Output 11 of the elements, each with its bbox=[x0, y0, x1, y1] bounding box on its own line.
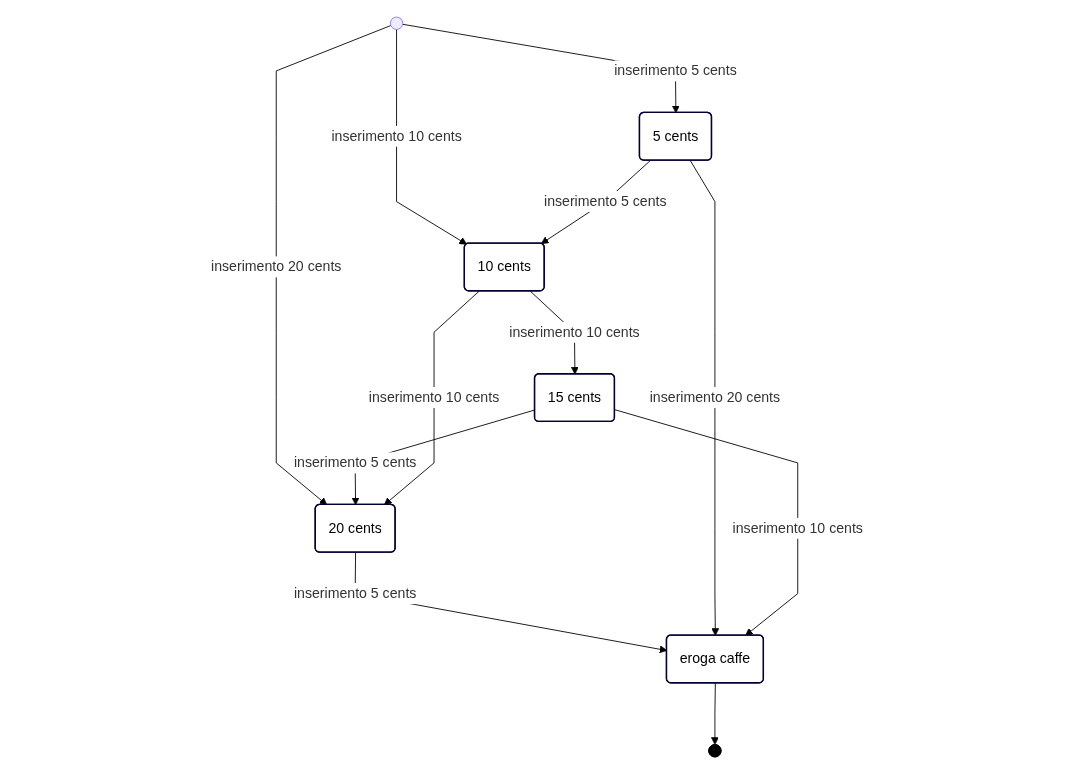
edge-label: inserimento 5 cents bbox=[614, 62, 737, 78]
edge-label: inserimento 20 cents bbox=[211, 258, 342, 274]
edge-label: inserimento 5 cents bbox=[544, 193, 667, 209]
edge-label: inserimento 10 cents bbox=[509, 324, 640, 340]
node-circle bbox=[389, 16, 404, 30]
edge-label: inserimento 5 cents bbox=[293, 454, 417, 470]
edge-label: inserimento 10 cents bbox=[368, 389, 500, 405]
edge-label: inserimento 10 cents bbox=[732, 520, 863, 536]
edge-label: inserimento 20 cents bbox=[649, 389, 781, 405]
edge-label: inserimento 5 cents bbox=[293, 585, 417, 601]
edge-label: inserimento 10 cents bbox=[331, 128, 462, 144]
